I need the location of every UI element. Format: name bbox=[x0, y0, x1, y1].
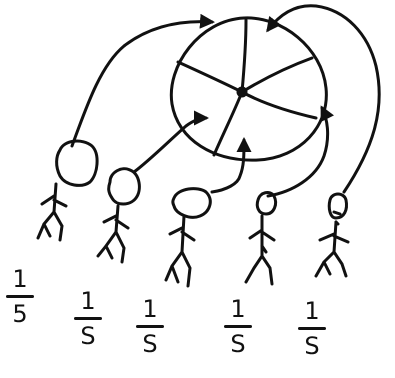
fraction-denominator: S bbox=[218, 331, 258, 357]
fraction-numerator: 1 bbox=[68, 288, 108, 314]
fraction-bar bbox=[136, 325, 164, 328]
person-2-figure bbox=[98, 169, 139, 262]
fraction-person-4: 1 S bbox=[218, 296, 258, 357]
fraction-bar bbox=[6, 295, 34, 298]
fraction-numerator: 1 bbox=[292, 298, 332, 324]
fraction-bar bbox=[224, 325, 252, 328]
fraction-numerator: 1 bbox=[0, 266, 40, 292]
fraction-person-5: 1 S bbox=[292, 298, 332, 359]
pie-slice-lines bbox=[178, 20, 316, 155]
fraction-denominator: 5 bbox=[0, 301, 40, 327]
arrow-2 bbox=[134, 118, 206, 172]
fraction-denominator: S bbox=[292, 333, 332, 359]
fraction-numerator: 1 bbox=[130, 296, 170, 322]
fraction-denominator: S bbox=[68, 323, 108, 349]
person-4-figure bbox=[246, 193, 276, 284]
arrow-1 bbox=[72, 22, 212, 146]
arrow-4 bbox=[268, 108, 328, 196]
person-1-figure bbox=[38, 141, 97, 240]
fraction-person-2: 1 S bbox=[68, 288, 108, 349]
fraction-denominator: S bbox=[130, 331, 170, 357]
fraction-numerator: 1 bbox=[218, 296, 258, 322]
fraction-bar bbox=[74, 317, 102, 320]
arrow-5 bbox=[268, 6, 379, 192]
person-3-figure bbox=[166, 189, 210, 286]
fraction-bar bbox=[298, 327, 326, 330]
person-5-figure bbox=[316, 194, 348, 276]
fraction-person-1: 1 5 bbox=[0, 266, 40, 327]
fraction-person-3: 1 S bbox=[130, 296, 170, 357]
